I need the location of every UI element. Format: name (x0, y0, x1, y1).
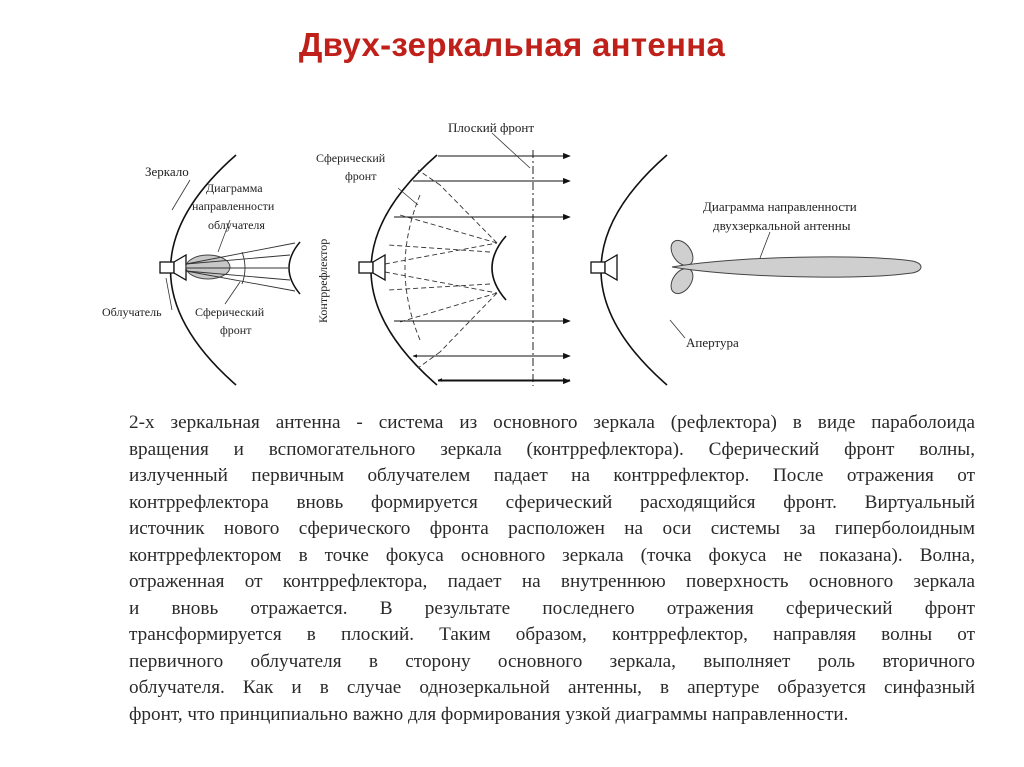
feed-horn (159, 253, 187, 282)
label-feed-pattern-2: направленности (192, 199, 275, 213)
feed-horn-2 (358, 253, 386, 282)
subreflector-small (288, 241, 301, 295)
subreflector-2 (491, 235, 507, 301)
label-aperture: Апертура (686, 335, 739, 350)
slide-title: Двух-зеркальная антенна (298, 26, 726, 63)
feed-rays (185, 242, 296, 292)
panel3-label-leaders (669, 231, 771, 339)
feed-horn-3 (590, 253, 618, 282)
antenna-diagram: Зеркало Диаграмма направленности облучат… (102, 120, 922, 386)
description-line: источник нового сферического фронта расп… (129, 518, 975, 539)
label-feed-pattern-1: Диаграмма (206, 181, 263, 195)
panel-ray-path: Зеркало Диаграмма направленности облучат… (102, 154, 330, 386)
description-line: фронт, что принципиально важно для форми… (129, 703, 849, 725)
label-feed: Облучатель (102, 305, 162, 319)
description-line: 2-х зеркальная антенна - система из осно… (129, 412, 975, 433)
panel1-label-leaders (165, 179, 241, 311)
description-line: контррефлектором в точке фокуса основног… (129, 544, 975, 566)
label-dual-pattern-1: Диаграмма направленности (703, 199, 857, 214)
dual-antenna-pattern (670, 239, 922, 295)
description-line: и вновь отражается. В результате последн… (129, 597, 975, 619)
label-spherical-front-a-2: фронт (220, 323, 252, 337)
description-line: контррефлектора вновь формируется сферич… (129, 491, 975, 513)
description-line: первичного облучателя в сторону основног… (129, 650, 975, 672)
label-spherical-front-b-2: фронт (345, 169, 377, 183)
label-subreflector: Контррефлектор (316, 239, 330, 323)
label-spherical-front-b-1: Сферический (316, 151, 386, 165)
dashed-rays (384, 169, 498, 369)
description-text: 2-х зеркальная антенна - система из осно… (129, 410, 975, 728)
label-dual-pattern-2: двухзеркальной антенны (713, 218, 851, 233)
description-line: отраженная от контррефлектора, падает на… (129, 571, 975, 592)
label-spherical-front-a-1: Сферический (195, 305, 265, 319)
panel-radiation-pattern: Диаграмма направленности двухзеркальной … (590, 154, 922, 386)
description-line: трансформируется в плоский. Таким образо… (129, 624, 975, 645)
label-mirror: Зеркало (145, 164, 189, 179)
label-plane-front: Плоский фронт (448, 120, 534, 135)
panel-wavefronts: Сферический фронт Плоский фронт (316, 120, 571, 386)
parallel-rays (394, 152, 571, 385)
description-line: вращения и вспомогательного зеркала (кон… (129, 438, 975, 460)
description-line: облучателя. Как и в случае однозеркально… (129, 677, 975, 698)
label-feed-pattern-3: облучателя (208, 218, 265, 232)
description-line: излученный первичным облучателем падает … (129, 465, 975, 486)
panel2-label-leaders (397, 132, 531, 206)
